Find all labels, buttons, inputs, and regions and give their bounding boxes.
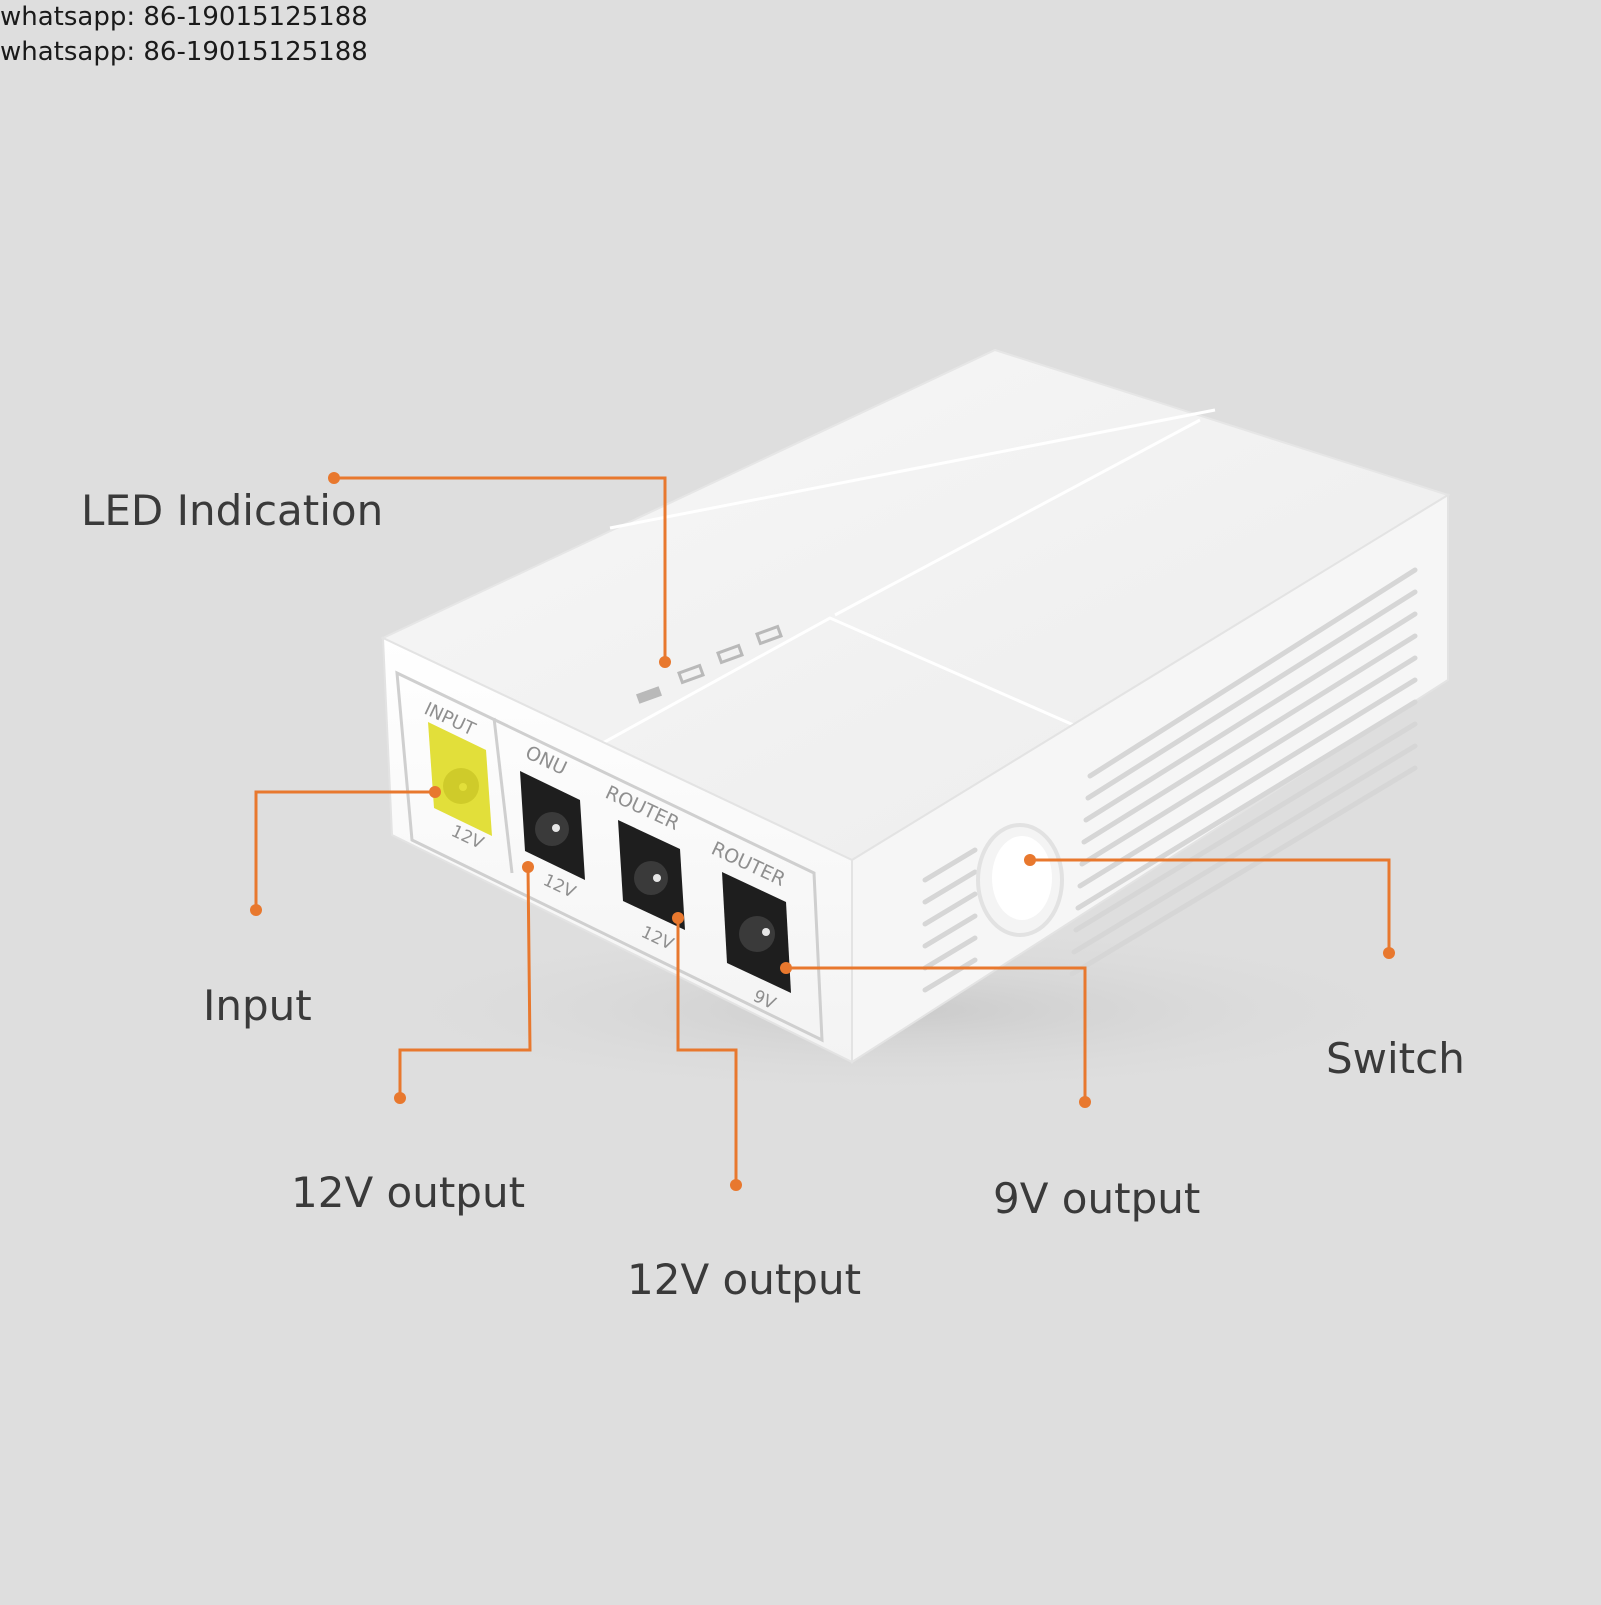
onu-port-socket [535,812,569,846]
dot-input-start [429,786,441,798]
dot-input-end [250,904,262,916]
vent-slot-lower [922,913,978,949]
port-panel-frame [395,670,824,1043]
dot-12v-b-start [672,912,684,924]
vent-slot [1077,677,1418,889]
vent-slot [1087,567,1418,779]
callout-input: Input [203,981,312,1030]
callout-leaders [254,476,1391,1185]
callout-9v-output: 9V output [993,1174,1201,1223]
port-divider [492,717,514,874]
led-indicators [636,624,783,704]
vent-slot [1079,655,1418,867]
leader-9v [786,966,1087,1102]
leader-input [254,790,435,910]
leader-led [334,476,667,662]
vent-slot-lower [922,891,978,927]
power-switch [976,823,1064,937]
callout-12v-output-b: 12V output [627,1255,862,1304]
led-battery-icon-3 [716,643,744,665]
dot-9v-end [1079,1096,1091,1108]
dot-12v-b-end [730,1179,742,1191]
vent-slot-lower [922,869,978,905]
leader-endpoints [250,472,1395,1191]
top-seam-3 [589,616,1086,752]
vent-slot [1069,765,1418,977]
watermark-line-2: whatsapp: 86-19015125188 [0,37,368,67]
vent-slot [1083,611,1418,823]
leader-12v-b [676,918,738,1185]
led-battery-icon-4 [755,624,783,646]
led-battery-icon-2 [677,663,705,685]
vent-slot-lower [922,935,978,971]
callout-switch: Switch [1326,1034,1465,1083]
vent-slot-lower [922,957,978,993]
dot-9v-start [780,962,792,974]
vent-slot [1075,699,1418,911]
dot-12v-a-start [522,861,534,873]
callout-12v-output-a: 12V output [291,1168,526,1217]
top-seam [609,408,1216,530]
onu-port-pin [552,824,560,832]
callout-led-indication: LED Indication [81,486,384,535]
router-12v-port-socket [634,861,668,895]
top-seam-2 [834,418,1201,617]
vent-slot [1073,721,1418,933]
router-9v-port-pin [762,928,770,936]
dot-led-start [659,656,671,668]
dot-switch-start [1024,854,1036,866]
watermark-line-1: whatsapp: 86-19015125188 [0,2,368,32]
led-battery-icon-1 [636,686,662,704]
dot-led-end [328,472,340,484]
vent-slot [1085,589,1418,801]
power-switch-button [992,836,1052,920]
vent-slot [1081,633,1418,845]
vent-slot [1071,743,1418,955]
router-12v-port-pin [653,874,661,882]
dot-12v-a-end [394,1092,406,1104]
leader-switch [1030,858,1391,953]
dot-switch-end [1383,947,1395,959]
vent-slot-lower [922,847,978,883]
leader-12v-a [398,866,532,1098]
router-9v-port-socket [739,916,775,952]
input-port-pin [459,783,467,791]
vent-slots [922,567,1418,993]
